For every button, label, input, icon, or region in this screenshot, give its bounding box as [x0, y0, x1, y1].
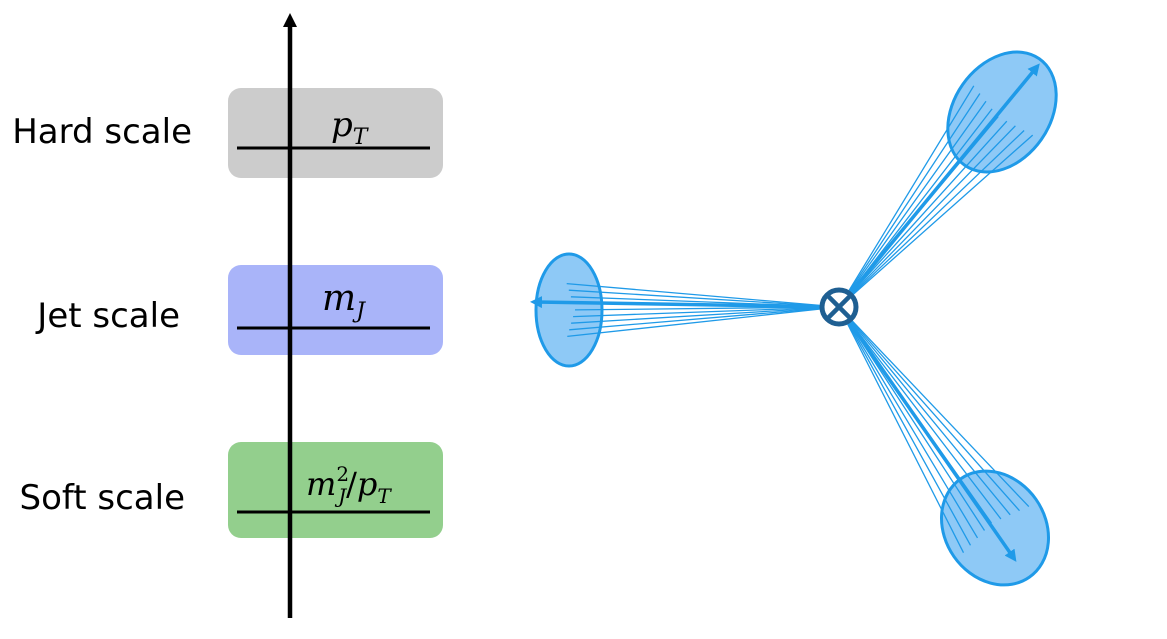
jet-left-particle-line [567, 306, 840, 338]
jet-left-particle-line [568, 289, 840, 308]
jet-lower-particle-line [838, 306, 972, 546]
jet-lower-particle-line [838, 306, 979, 539]
jet-upper-particle-line [838, 93, 981, 308]
scale-box-hard: pT [228, 88, 443, 178]
jet-upper-particle-line [838, 85, 975, 308]
jet-lower-cone [940, 469, 1050, 587]
jet-left-particle-line [569, 306, 840, 331]
jet-lower-particle-line [838, 306, 1011, 516]
jet-lower-axis-arrow [837, 306, 1017, 562]
jet-lower [837, 306, 1050, 587]
jet-upper-particle-line [838, 100, 987, 308]
jet-lower-particle-line [838, 306, 965, 553]
jet-left-particle-line [566, 282, 840, 308]
jet-scale-formula: mJ [322, 278, 366, 324]
jet-left [530, 252, 840, 368]
jet-scale-label: Jet scale [35, 296, 180, 336]
jet-left-particle-line [573, 306, 840, 318]
jet-lower-particle-line [838, 306, 1002, 520]
hard-scale-formula: pT [331, 105, 370, 150]
hard-scale-box [228, 88, 443, 178]
jet-lower-particle-line [838, 306, 1020, 512]
soft-scale-label: Soft scale [19, 478, 185, 518]
jet-left-axis-arrow [530, 296, 840, 309]
scale-box-jet: mJ [228, 265, 443, 355]
hard-scale-label: Hard scale [12, 112, 192, 152]
jet-lower-particle-line [838, 306, 1030, 508]
jet-upper [837, 50, 1058, 309]
jet-upper-particle-line [838, 125, 1016, 308]
jet-upper-axis-arrow [837, 63, 1040, 309]
interaction-vertex-icon [819, 287, 859, 327]
jet-scale-box [228, 265, 443, 355]
jet-left-particle-line [571, 306, 840, 324]
jet-upper-particle-line [838, 134, 1034, 308]
soft-scale-box [228, 442, 443, 538]
jet-upper-particle-line [838, 130, 1025, 308]
jets-group [530, 50, 1058, 587]
jet-upper-particle-line [838, 120, 1008, 308]
